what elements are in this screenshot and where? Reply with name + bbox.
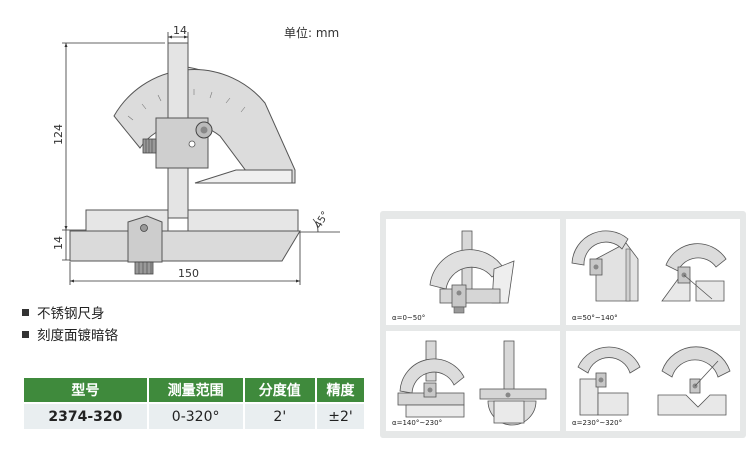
square-bullet-icon xyxy=(22,308,29,316)
usage-caption: α=230°~320° xyxy=(572,419,623,427)
usage-cell-140-230: α=140°~230° xyxy=(386,331,560,431)
feature-list: 不锈钢尺身 刻度面镀暗铬 xyxy=(22,301,118,345)
header-accuracy: 精度 xyxy=(316,378,364,403)
cell-resolution: 2' xyxy=(243,402,318,429)
usage-illustration-4 xyxy=(577,346,731,416)
usage-cell-0-50: α=0~50° xyxy=(386,219,560,325)
usage-caption: α=140°~230° xyxy=(392,419,443,427)
cell-model: 2374-320 xyxy=(24,402,149,429)
protractor-drawing: 14 124 14 150 45° xyxy=(52,24,340,285)
dim-height: 124 xyxy=(52,124,65,145)
usage-illustration-3 xyxy=(397,340,547,426)
usage-illustration-1 xyxy=(429,230,515,314)
feature-item: 不锈钢尺身 xyxy=(22,301,118,323)
cell-accuracy: ±2' xyxy=(316,402,364,429)
usage-caption: α=0~50° xyxy=(392,314,426,322)
square-bullet-icon xyxy=(22,330,29,338)
usage-cell-230-320: α=230°~320° xyxy=(566,331,740,431)
usage-caption: α=50°~140° xyxy=(572,314,618,322)
feature-text: 刻度面镀暗铬 xyxy=(37,328,118,344)
spec-table: 型号 测量范围 分度值 精度 2374-320 0-320° 2' ±2' xyxy=(24,378,364,429)
spec-header-row: 型号 测量范围 分度值 精度 xyxy=(24,378,364,403)
dim-base-height: 14 xyxy=(52,236,65,250)
header-model: 型号 xyxy=(24,378,149,403)
spec-row: 2374-320 0-320° 2' ±2' xyxy=(24,402,364,429)
dim-width-top: 14 xyxy=(173,24,187,37)
usage-panel: α=0~50° α=50°~140° xyxy=(380,211,746,438)
feature-text: 不锈钢尺身 xyxy=(37,306,105,322)
dim-angle: 45° xyxy=(313,210,331,231)
feature-item: 刻度面镀暗铬 xyxy=(22,323,118,345)
header-range: 测量范围 xyxy=(147,378,245,403)
cell-range: 0-320° xyxy=(147,402,245,429)
usage-illustration-2 xyxy=(571,230,727,302)
unit-label: 单位: mm xyxy=(284,26,340,40)
header-resolution: 分度值 xyxy=(243,378,318,403)
usage-cell-50-140: α=50°~140° xyxy=(566,219,740,325)
dim-length: 150 xyxy=(178,267,199,280)
